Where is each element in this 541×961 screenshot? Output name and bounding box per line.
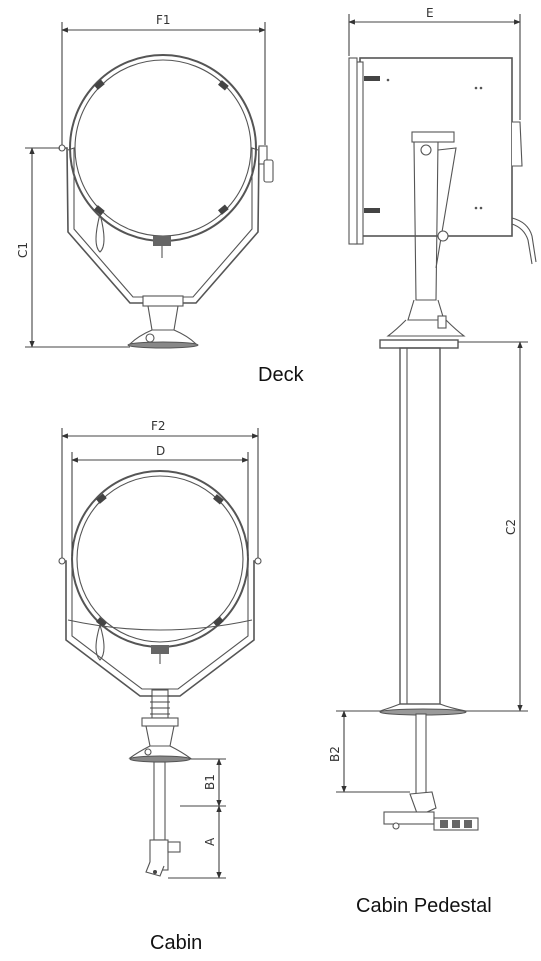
pedestal-side-view xyxy=(348,57,537,831)
dimension-f1 xyxy=(61,22,266,145)
label-a: A xyxy=(203,837,217,846)
cabin-view xyxy=(58,470,262,877)
label-b1: B1 xyxy=(203,774,217,790)
dimension-c1 xyxy=(25,147,130,348)
label-d: D xyxy=(156,444,165,458)
label-e: E xyxy=(426,6,434,20)
dimension-d xyxy=(71,452,249,556)
caption-cabin: Cabin xyxy=(150,932,203,954)
lamp-housing xyxy=(359,57,513,237)
pedestal-tube xyxy=(399,347,441,705)
deck-view xyxy=(58,54,274,349)
dimension-e xyxy=(348,14,521,120)
label-f2: F2 xyxy=(151,419,166,433)
dimension-a xyxy=(168,805,226,879)
caption-deck: Deck xyxy=(258,364,304,386)
dimension-c2 xyxy=(458,341,528,712)
dimension-f2 xyxy=(61,428,259,558)
label-c2: C2 xyxy=(504,519,518,535)
dimension-b2 xyxy=(336,710,410,793)
caption-cabin-pedestal: Cabin Pedestal xyxy=(356,895,492,917)
label-b2: B2 xyxy=(328,746,342,762)
label-c1: C1 xyxy=(16,242,30,258)
label-f1: F1 xyxy=(156,13,171,27)
